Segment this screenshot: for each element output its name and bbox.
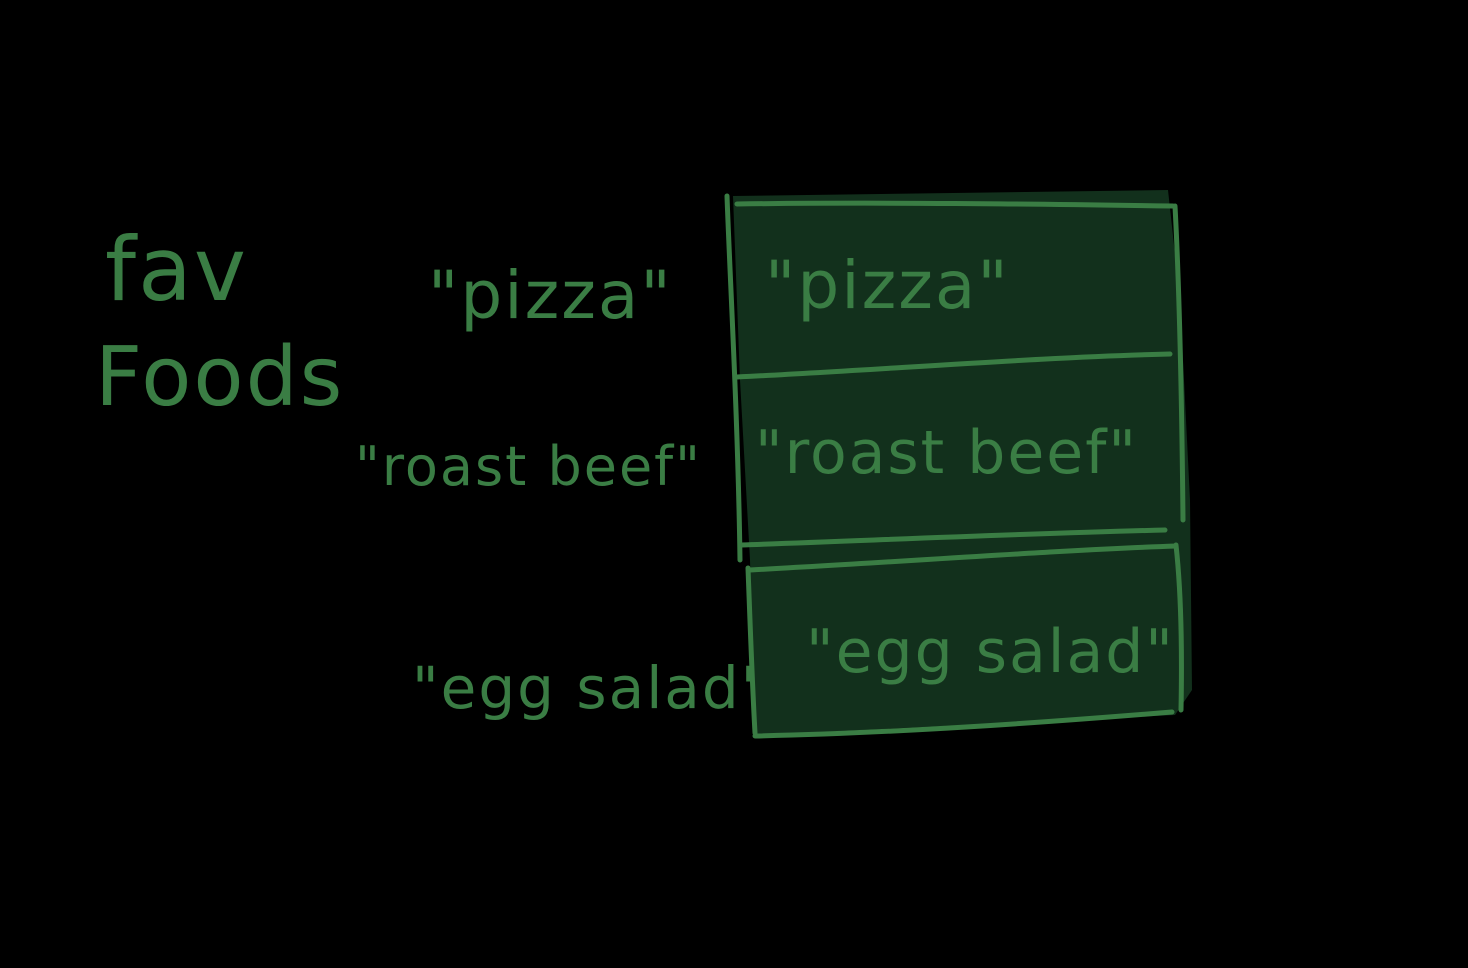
array-box-left-edge (724, 193, 743, 563)
array-box-fill (733, 190, 1192, 735)
array-box-top-edge (734, 200, 1176, 209)
label-line-1: fav (105, 218, 248, 321)
string-list: "pizza" "roast beef" "egg salad" (355, 257, 769, 722)
array-divider-3 (747, 543, 1179, 573)
array-box-right-edge (1172, 203, 1186, 523)
array-cell: "egg salad" (806, 617, 1175, 687)
label-line-2: Foods (95, 330, 344, 425)
list-item: "roast beef" (355, 435, 702, 498)
array-divider-2 (738, 527, 1168, 548)
list-item: "egg salad" (412, 654, 769, 722)
array-cell: "roast beef" (755, 418, 1138, 488)
list-item: "pizza" (428, 257, 673, 334)
array-divider-1 (734, 351, 1173, 380)
array-box-right-edge-lower (1173, 542, 1184, 713)
variable-label: fav Foods (95, 218, 344, 425)
array-box-left-edge-lower (745, 565, 758, 736)
array-box-bottom-edge (752, 709, 1175, 739)
array-cell: "pizza" (765, 247, 1010, 324)
array-box: "pizza" "roast beef" "egg salad" (724, 190, 1192, 739)
